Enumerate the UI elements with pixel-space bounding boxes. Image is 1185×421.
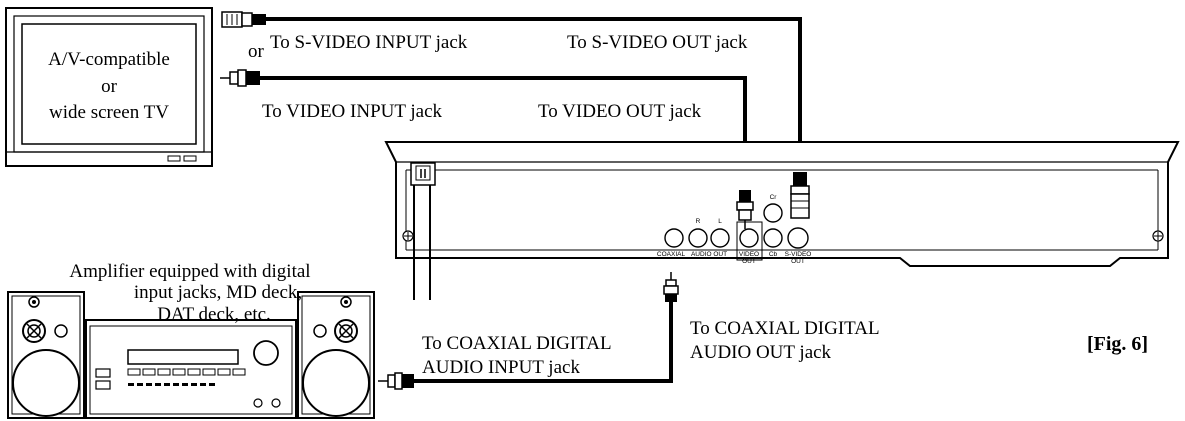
audio-out-l-jack [710,228,730,248]
cb-jack [763,228,783,248]
label-coax-in-line2: AUDIO INPUT jack [422,357,580,378]
amplifier-label-line2: input jacks, MD deck, [134,282,302,303]
left-speaker [7,291,85,419]
dvd-player-rear-panel: Cr R L COAXIAL AUDIO OUT VIDEO OUT Cb S-… [384,141,1180,302]
label-video-input: To VIDEO INPUT jack [262,101,443,122]
right-speaker [297,291,375,419]
label-or: or [248,41,265,62]
amplifier-unit [85,319,297,419]
video-out-outline [736,221,763,261]
tv-label-line2: or [101,76,118,97]
tv-label-line3: wide screen TV [49,102,169,123]
svideo-cable [266,17,802,172]
svideo-plug-panel [790,172,810,219]
label-coax-out-line1: To COAXIAL DIGITAL [690,318,880,339]
jack-label-cr: Cr [770,194,778,201]
coaxial-cable [412,296,673,383]
screw-icon [1152,230,1164,242]
jack-label-r: R [696,218,701,225]
label-svideo-out: To S-VIDEO OUT jack [567,32,748,53]
label-svideo-input: To S-VIDEO INPUT jack [270,32,468,53]
jack-label-video-out: OUT [742,258,756,265]
tv-label-line1: A/V-compatible [48,49,170,70]
cr-jack [763,203,783,223]
jack-label-cb: Cb [769,251,778,258]
svideo-out-jack [787,227,809,249]
jack-label-l: L [718,218,722,225]
coaxial-plug-panel [663,272,679,302]
amplifier-label-line3: DAT deck, etc. [157,304,271,325]
rca-plug-amplifier [378,372,414,390]
figure-label: [Fig. 6] [1087,333,1148,355]
audio-out-r-jack [688,228,708,248]
amplifier-label-line1: Amplifier equipped with digital [69,261,310,282]
video-out-jack [739,228,759,248]
jack-label-video: VIDEO [739,251,759,258]
tv-set: A/V-compatible or wide screen TV [5,7,213,167]
coaxial-jack [664,228,684,248]
jack-label-audio-out: AUDIO OUT [691,251,727,258]
label-video-out: To VIDEO OUT jack [538,101,702,122]
label-coax-out-line2: AUDIO OUT jack [690,342,832,363]
label-coax-in-line1: To COAXIAL DIGITAL [422,333,612,354]
svideo-plug-tv [221,11,266,28]
screw-icon [402,230,414,242]
power-cord [410,162,436,300]
rca-plug-tv [220,69,260,87]
video-plug-panel [736,190,754,229]
jack-label-svideo-out: OUT [791,258,805,265]
jack-label-svideo: S-VIDEO [785,251,812,258]
jack-label-coaxial: COAXIAL [657,251,686,258]
